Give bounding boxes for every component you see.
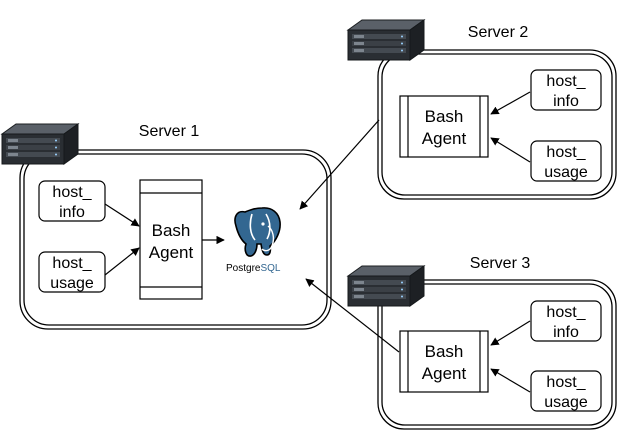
server-rack-icon (347, 19, 425, 61)
host-info-label-line-1: host_ (546, 304, 586, 321)
host-usage-label-line-2: usage (50, 275, 94, 292)
host-info-box: host_ info (530, 69, 602, 111)
database-label-suffix: SQL (260, 263, 280, 274)
host-info-box: host_ info (530, 300, 602, 342)
host-info-label-line-2: info (553, 93, 579, 110)
host-usage-label-line-2: usage (544, 394, 588, 411)
connector-arrow (104, 247, 140, 276)
server-2-container (377, 49, 617, 200)
bash-agent-box: Bash Agent (399, 95, 489, 158)
database-label: PostgreSQL (226, 263, 281, 274)
host-usage-label-line-1: host_ (546, 144, 586, 161)
connector-arrow (490, 320, 531, 346)
host-usage-box: host_ usage (530, 370, 602, 412)
postgresql-elephant-icon (234, 207, 281, 257)
bash-agent-label-line-2: Agent (422, 364, 467, 383)
host-usage-label-line-2: usage (544, 164, 588, 181)
server-1-container (19, 149, 332, 330)
host-info-box: host_ info (38, 180, 106, 222)
connector-arrow (104, 203, 140, 227)
host-usage-box: host_ usage (38, 251, 106, 293)
server-1-group: Server 1 host_ info host_ usage Bash Age… (1, 123, 332, 330)
bash-agent-label-line-2: Agent (422, 129, 467, 148)
database-label-prefix: Postgre (226, 263, 261, 274)
server-3-group: Server 3 Bash Agent host_ info host_ usa… (347, 255, 617, 430)
server-rack-icon (347, 265, 425, 307)
host-info-label-line-1: host_ (52, 184, 92, 201)
connector-arrow (490, 137, 531, 163)
connector-arrow (305, 278, 400, 353)
host-usage-label-line-1: host_ (546, 374, 586, 391)
bash-agent-box: Bash Agent (399, 330, 489, 393)
bash-agent-label-line-1: Bash (152, 221, 191, 240)
server-1-label: Server 1 (139, 123, 200, 140)
server-rack-icon (1, 123, 79, 165)
server-2-label: Server 2 (468, 24, 529, 41)
server-2-group: Server 2 Bash Agent host_ info host_ usa… (347, 19, 617, 200)
host-info-label-line-2: info (553, 324, 579, 341)
bash-agent-label-line-1: Bash (425, 107, 464, 126)
connector-arrow (490, 91, 531, 115)
bash-agent-label-line-2: Agent (149, 243, 194, 262)
server-3-container (377, 279, 617, 430)
host-usage-label-line-1: host_ (52, 255, 92, 272)
host-usage-box: host_ usage (530, 140, 602, 182)
server-3-label: Server 3 (470, 255, 531, 272)
host-info-label-line-1: host_ (546, 73, 586, 90)
host-info-label-line-2: info (59, 204, 85, 221)
connector-arrow (299, 119, 380, 210)
bash-agent-label-line-1: Bash (425, 342, 464, 361)
connector-arrow (490, 368, 531, 393)
bash-agent-box: Bash Agent (139, 179, 203, 300)
